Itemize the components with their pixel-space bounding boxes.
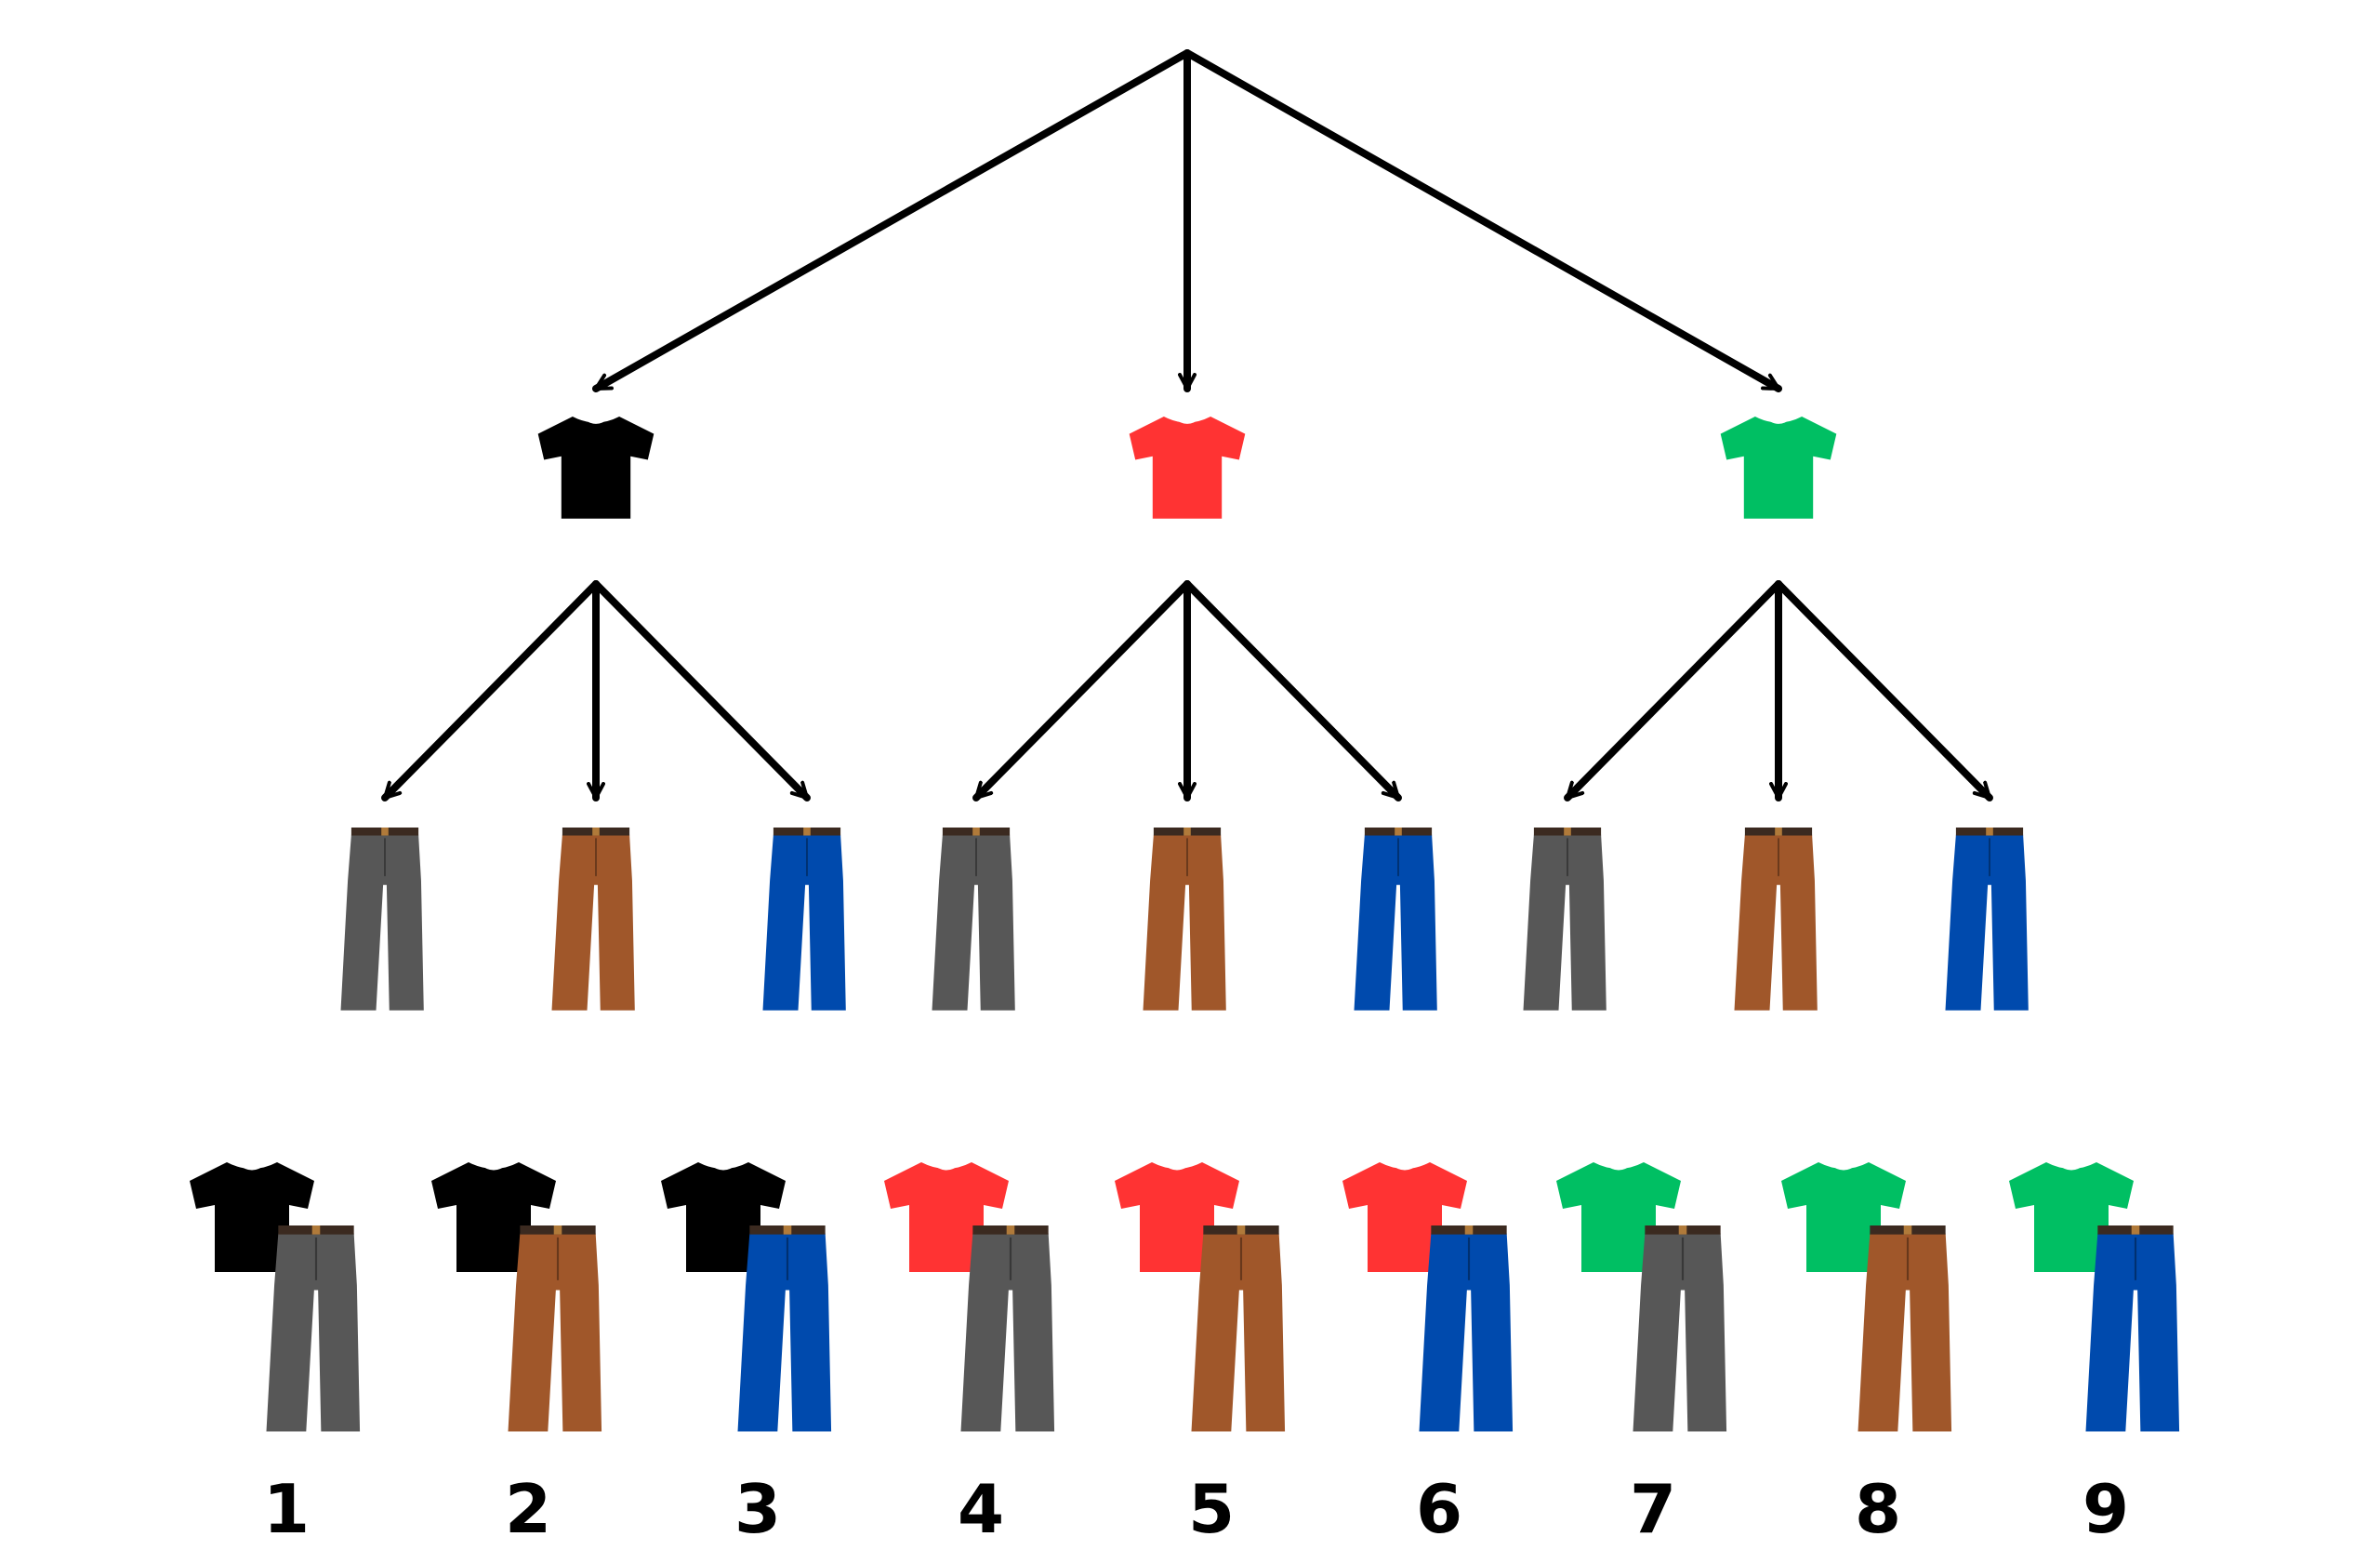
arrows-layer <box>381 49 1993 801</box>
brown-pants <box>1191 1225 1286 1432</box>
outfit-number-label: 6 <box>1416 1470 1462 1548</box>
brown-pants <box>1858 1225 1952 1432</box>
gray-pants <box>340 828 424 1011</box>
outfit-3: 3 <box>661 1162 832 1548</box>
gray-pants <box>932 828 1015 1011</box>
black-to-gray-arrow <box>381 580 600 801</box>
outfits-row: 1 2 3 4 5 6 7 8 9 <box>190 1162 2180 1548</box>
brown-pants <box>551 828 635 1011</box>
gray-pants <box>1633 1225 1727 1432</box>
outfit-number-label: 4 <box>958 1470 1004 1548</box>
black-to-blue-arrow <box>592 580 811 801</box>
gray-pants <box>960 1225 1055 1432</box>
brown-pants <box>1734 828 1818 1011</box>
green-shirt <box>1720 417 1837 519</box>
shirts-row <box>537 417 1837 519</box>
blue-pants <box>762 828 846 1011</box>
outfit-number-label: 1 <box>263 1470 310 1548</box>
outfit-number-label: 2 <box>505 1470 551 1548</box>
outfit-number-label: 9 <box>2082 1470 2129 1548</box>
blue-pants <box>1354 828 1437 1011</box>
outfit-number-label: 3 <box>734 1470 781 1548</box>
blue-pants <box>1945 828 2029 1011</box>
blue-pants <box>1419 1225 1514 1432</box>
root-arrow-3 <box>1183 49 1782 392</box>
outfit-number-label: 7 <box>1630 1470 1676 1548</box>
outfit-4: 4 <box>884 1162 1055 1548</box>
outfit-1: 1 <box>190 1162 361 1548</box>
blue-pants <box>2085 1225 2180 1432</box>
green-to-gray-arrow <box>1564 580 1782 801</box>
outfit-9: 9 <box>2009 1162 2180 1548</box>
gray-pants <box>1523 828 1606 1011</box>
outfit-8: 8 <box>1781 1162 1952 1548</box>
red-to-gray-arrow <box>972 580 1191 801</box>
outfit-2: 2 <box>431 1162 602 1548</box>
root-arrow-1 <box>592 49 1191 392</box>
brown-pants <box>1143 828 1226 1011</box>
outfit-number-label: 5 <box>1188 1470 1235 1548</box>
red-shirt <box>1129 417 1246 519</box>
outfit-6: 6 <box>1342 1162 1514 1548</box>
outfit-7: 7 <box>1556 1162 1727 1548</box>
green-to-blue-arrow <box>1775 580 1993 801</box>
pants-row <box>340 828 2029 1011</box>
blue-pants <box>737 1225 832 1432</box>
gray-pants <box>266 1225 361 1432</box>
outfit-5: 5 <box>1115 1162 1286 1548</box>
red-to-blue-arrow <box>1183 580 1402 801</box>
outfit-number-label: 8 <box>1855 1470 1901 1548</box>
brown-pants <box>508 1225 602 1432</box>
black-shirt <box>537 417 654 519</box>
